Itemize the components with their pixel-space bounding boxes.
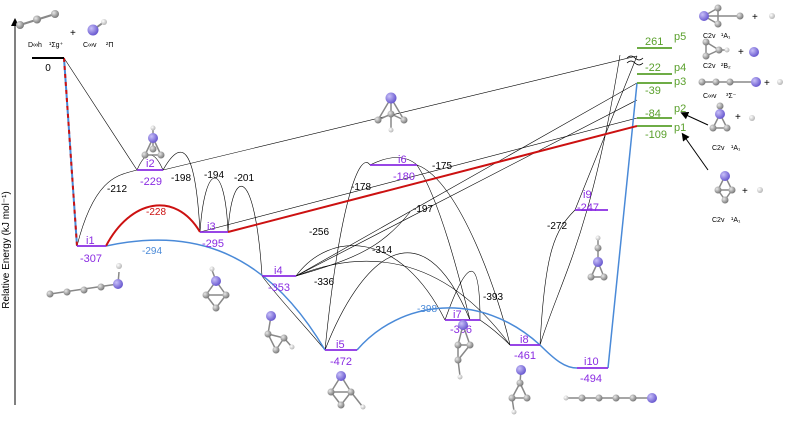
p4-sym: C2v — [703, 63, 716, 70]
i4-name: i4 — [274, 265, 283, 277]
p3-sym: C∞v — [703, 93, 717, 100]
svg-text:+: + — [764, 78, 770, 89]
p5-molecule: + — [699, 4, 775, 28]
connection-lines — [63, 54, 638, 351]
p2-molecule: + — [709, 102, 755, 132]
i8-molecule — [508, 365, 531, 415]
i3-molecule — [202, 266, 230, 312]
p5-energy: 261 — [645, 36, 663, 48]
i5-energy: -472 — [330, 356, 352, 368]
p3-energy: -39 — [645, 85, 661, 97]
p2-sym: C2v — [712, 145, 725, 152]
i2-name: i2 — [146, 158, 155, 170]
i6-energy: -180 — [393, 171, 415, 183]
p3-name: p3 — [674, 76, 686, 88]
i3-energy: -295 — [202, 238, 224, 250]
reactant-label-2: C∞v — [83, 42, 97, 49]
i6-molecule — [374, 92, 408, 133]
intermediate-levels — [77, 164, 608, 369]
p1-sym: C2v — [712, 217, 725, 224]
p1-name: p1 — [674, 122, 686, 134]
ts-value: -393 — [483, 292, 503, 303]
i6-name: i6 — [398, 154, 407, 166]
i1-name: i1 — [86, 235, 95, 247]
ts-value: -272 — [547, 221, 567, 232]
arrow-to-p2 — [680, 112, 709, 126]
ts-value: -314 — [372, 245, 392, 256]
i9-molecule — [587, 235, 608, 281]
i1-energy: -307 — [80, 253, 102, 265]
i2-energy: -229 — [140, 176, 162, 188]
svg-text:+: + — [742, 186, 748, 197]
i5-molecule — [327, 371, 366, 410]
ts-value: -336 — [314, 277, 334, 288]
p4-state: ²B₂ — [721, 63, 731, 70]
i5-name: i5 — [336, 339, 345, 351]
p5-name: p5 — [674, 31, 686, 43]
reactant-state-1: ¹Σg⁺ — [49, 42, 64, 49]
p3-molecule: + — [698, 77, 783, 89]
p1-energy: -109 — [645, 129, 667, 141]
p2-name: p2 — [674, 103, 686, 115]
reactant-label-1: D∞h — [28, 42, 42, 49]
i9-name: i9 — [583, 189, 592, 201]
i8-name: i8 — [520, 334, 529, 346]
reactant-energy: 0 — [45, 63, 51, 74]
svg-text:+: + — [735, 112, 741, 123]
p3-state: ³Σ⁻ — [726, 93, 737, 100]
i10-molecule — [563, 393, 657, 403]
i7-molecule — [454, 320, 474, 380]
i4-molecule — [264, 311, 295, 354]
ts-value: -178 — [351, 182, 371, 193]
p5-sym: C2v — [703, 33, 716, 40]
red-path — [105, 125, 638, 247]
product-levels — [637, 47, 672, 127]
i10-name: i10 — [584, 356, 599, 368]
ts-value: -198 — [171, 173, 191, 184]
axis-break-icon — [626, 55, 644, 66]
p1-state: ¹A₁ — [731, 217, 741, 224]
p4-energy: -22 — [645, 62, 661, 74]
reactant-sih-molecule — [87, 19, 107, 36]
i10-energy: -494 — [580, 373, 602, 385]
blue-path — [105, 82, 638, 369]
p4-name: p4 — [674, 62, 686, 74]
p5-state: ¹A₁ — [721, 33, 731, 40]
ts-value: -194 — [204, 170, 224, 181]
ts-value: -294 — [142, 246, 162, 257]
ts-value: -228 — [146, 207, 166, 218]
reactant-to-i1-dashed-blue — [63, 57, 78, 247]
i3-name: i3 — [207, 221, 216, 233]
arrow-to-p1 — [681, 132, 709, 171]
ts-value: -197 — [413, 204, 433, 215]
i9-energy: -247 — [577, 202, 599, 214]
reactant-state-2: ²Π — [106, 42, 113, 49]
p2-state: ¹A₁ — [731, 145, 741, 152]
ts-value: -256 — [309, 227, 329, 238]
ts-value: -175 — [432, 161, 452, 172]
ts-value: -212 — [107, 184, 127, 195]
i1-molecule — [46, 263, 123, 298]
p4-molecule: + — [702, 38, 759, 60]
p2-energy: -84 — [645, 108, 661, 120]
ts-value: -201 — [234, 173, 254, 184]
i2-molecule — [141, 125, 165, 159]
svg-text:+: + — [738, 47, 744, 58]
plus-sign: + — [70, 28, 76, 39]
reactant-c3-molecule — [16, 10, 59, 29]
i4-energy: -353 — [268, 282, 290, 294]
svg-text:+: + — [752, 12, 758, 23]
y-axis-label: Relative Energy (kJ mol⁻¹) — [1, 191, 12, 309]
i7-name: i7 — [453, 309, 462, 321]
p1-molecule: + — [714, 171, 763, 204]
i8-energy: -461 — [514, 350, 536, 362]
ts-value: -398 — [417, 304, 437, 315]
